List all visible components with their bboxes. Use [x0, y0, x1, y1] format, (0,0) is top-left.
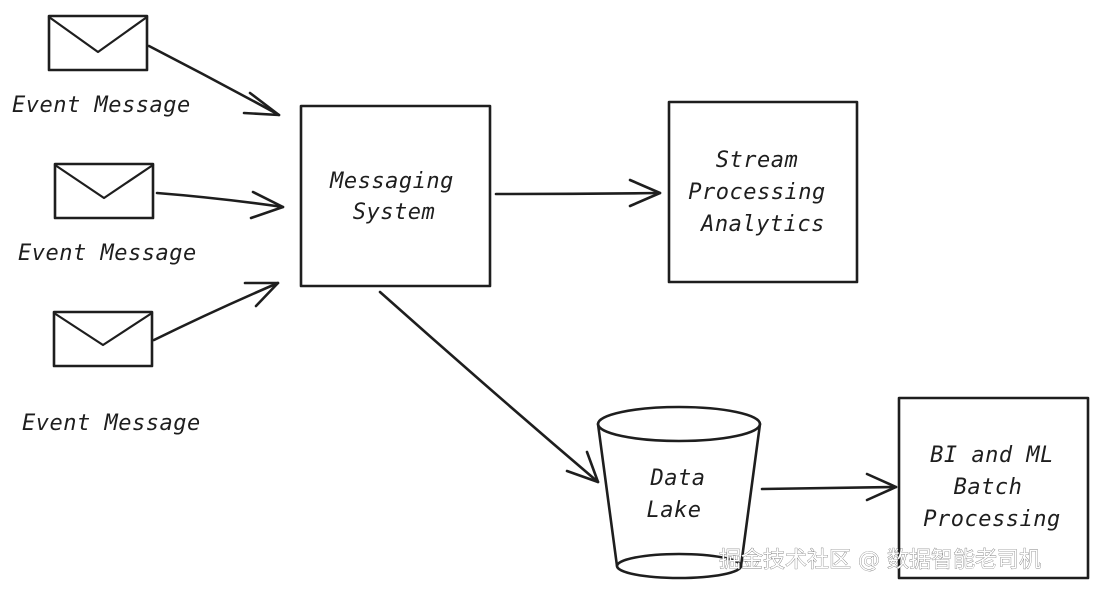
- arrow-envelope2-to-messaging: [155, 190, 285, 220]
- watermark-text: 掘金技术社区 @ 数据智能老司机: [719, 548, 1041, 573]
- arrow-envelope1-to-messaging: [147, 44, 281, 117]
- stream-processing-box: Stream Processing Analytics: [667, 100, 859, 284]
- data-lake-label-line1: Data: [650, 466, 706, 491]
- stream-processing-label-line3: Analytics: [699, 212, 825, 237]
- envelope-icon-2: [53, 162, 155, 220]
- batch-processing-label-line3: Processing: [923, 507, 1060, 532]
- data-lake-label-line2: Lake: [647, 498, 702, 523]
- arrow-lake-to-batch: [760, 472, 898, 502]
- messaging-system-label-line1: Messaging: [329, 169, 454, 194]
- messaging-system-box: Messaging System: [299, 104, 492, 288]
- stream-processing-label-line1: Stream: [716, 148, 798, 173]
- envelope-icon-3: [52, 310, 154, 368]
- arrow-messaging-to-lake: [378, 290, 600, 484]
- arrow-envelope3-to-messaging: [152, 281, 280, 342]
- data-lake-cylinder: Data Lake: [596, 405, 762, 580]
- arrow-messaging-to-stream: [494, 178, 662, 208]
- envelope-icon-1: [47, 14, 149, 72]
- stream-processing-label-line2: Processing: [688, 180, 825, 205]
- event-message-label-3: Event Message: [22, 411, 201, 436]
- batch-processing-label-line2: Batch: [954, 475, 1023, 500]
- batch-processing-box: BI and ML Batch Processing: [897, 396, 1090, 580]
- event-message-label-1: Event Message: [12, 93, 191, 118]
- event-message-label-2: Event Message: [18, 241, 197, 266]
- messaging-system-label-line2: System: [353, 200, 435, 225]
- batch-processing-label-line1: BI and ML: [930, 443, 1054, 468]
